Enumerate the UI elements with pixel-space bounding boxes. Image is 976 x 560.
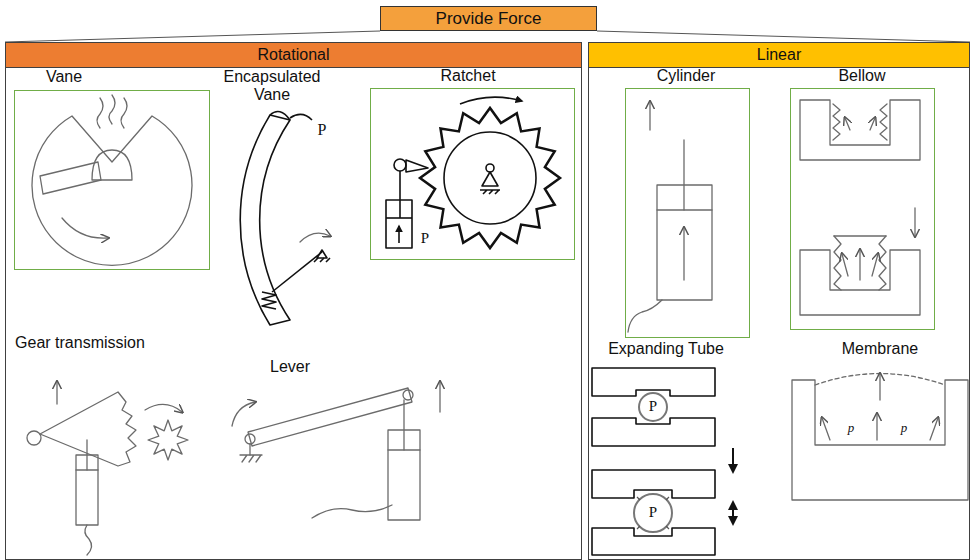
sketch-heading: Membrane: [820, 340, 940, 358]
category-panel: RotationalVaneRatchet: [5, 42, 582, 560]
sketch-heading: Expanding Tube: [591, 340, 741, 358]
sketch-frame: Ratchet: [370, 88, 575, 260]
box-title: Provide Force: [381, 7, 596, 30]
cylinder-sketch: [628, 102, 712, 332]
pressure-symbol: P: [312, 122, 332, 138]
category-panel: LinearCylinderBellow: [588, 42, 970, 560]
sketch-heading: Vane: [46, 68, 82, 86]
gear-transmission-sketch: [27, 382, 188, 555]
pressure-symbol: p: [844, 421, 858, 434]
connector-line: [597, 31, 970, 42]
sketch-heading: Ratchet: [440, 67, 495, 85]
panel-header: Rotational: [6, 43, 581, 68]
encapsulated-vane-sketch: [240, 111, 330, 325]
sketch-heading: Bellow: [838, 67, 885, 85]
vane-sketch: [32, 95, 192, 265]
connector-line: [5, 31, 380, 42]
panel-header: Linear: [589, 43, 969, 68]
expanding-tube-sketch: [592, 368, 733, 555]
sketch-heading: Lever: [250, 358, 330, 376]
sketch-heading: Gear transmission: [15, 334, 145, 352]
pressure-symbol: P: [417, 231, 433, 246]
sketch-frame: Bellow: [790, 88, 935, 330]
pressure-symbol: P: [643, 399, 663, 414]
membrane-sketch: [792, 374, 968, 501]
sketch-heading: Cylinder: [657, 67, 716, 85]
sketch-heading: Encapsulated Vane: [212, 68, 332, 105]
pressure-symbol: P: [643, 505, 663, 520]
sketch-frame: Vane: [14, 90, 210, 270]
ratchet-sketch: [386, 97, 560, 248]
bellow-sketch: [800, 100, 920, 315]
pressure-symbol: p: [897, 421, 911, 434]
sketch-frame: Cylinder: [625, 88, 750, 338]
lever-sketch: [232, 382, 440, 520]
root-box: Provide Force: [380, 6, 597, 31]
